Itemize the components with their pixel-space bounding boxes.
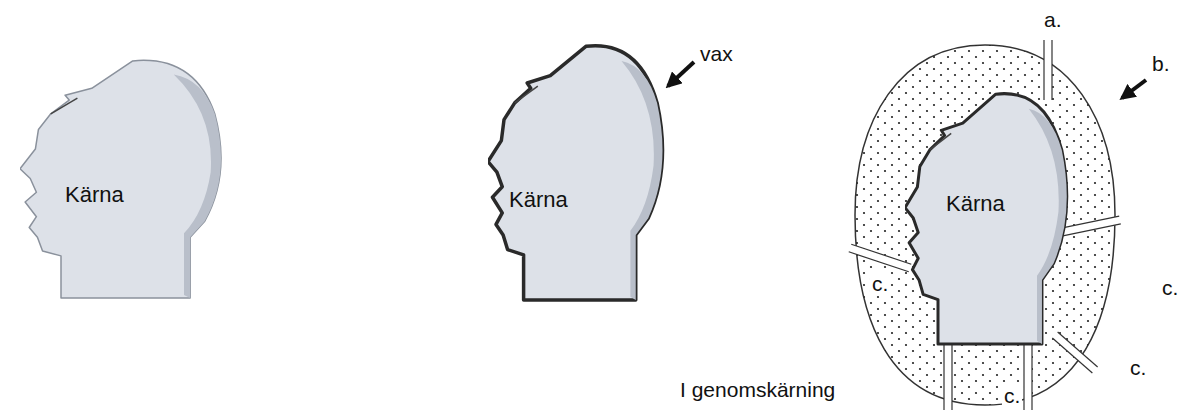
mold-joint-edge [1058,332,1098,367]
callout-letter: c. [1002,384,1022,407]
mold-joint [1024,345,1032,410]
part-label: vax [700,42,733,65]
mold-joint-edge [1051,40,1052,100]
mold-joint-edge [1031,345,1032,410]
head-outline [905,88,1070,346]
mold-joint [1055,335,1095,370]
head-core: Kärna [20,55,225,300]
callout-letter: c. [1160,276,1180,299]
leader-arrow [1122,80,1146,98]
mold-joint-edge [1043,40,1044,100]
head-core: Kärna [905,88,1070,346]
mold-joint-edge [849,252,909,272]
callout-letter: c. [870,272,890,295]
mold-joints [849,40,1121,410]
leader-arrow [668,62,694,86]
mold-joint-edge [1061,216,1119,228]
core-label: Kärna [509,187,568,213]
mold-joint-edge [1023,345,1024,410]
callout-letter: c. [1128,356,1148,379]
mold-joint [944,345,952,410]
caption-note: I genomskärning [680,378,835,401]
mold-joint-edge [943,345,944,410]
mold-joint-edge [1052,338,1092,373]
callout-letter: a. [1042,8,1064,31]
mold-joint [850,248,910,268]
head-outline [20,55,225,300]
head-core: Kärna [488,40,666,302]
mold-joint [1044,40,1052,100]
core-label: Kärna [946,191,1005,217]
mold-joint-edge [951,345,952,410]
callout-letter: b. [1150,52,1172,75]
head-outline [488,40,666,302]
mold-joint-edge [851,244,911,264]
core-label: Kärna [65,182,124,208]
